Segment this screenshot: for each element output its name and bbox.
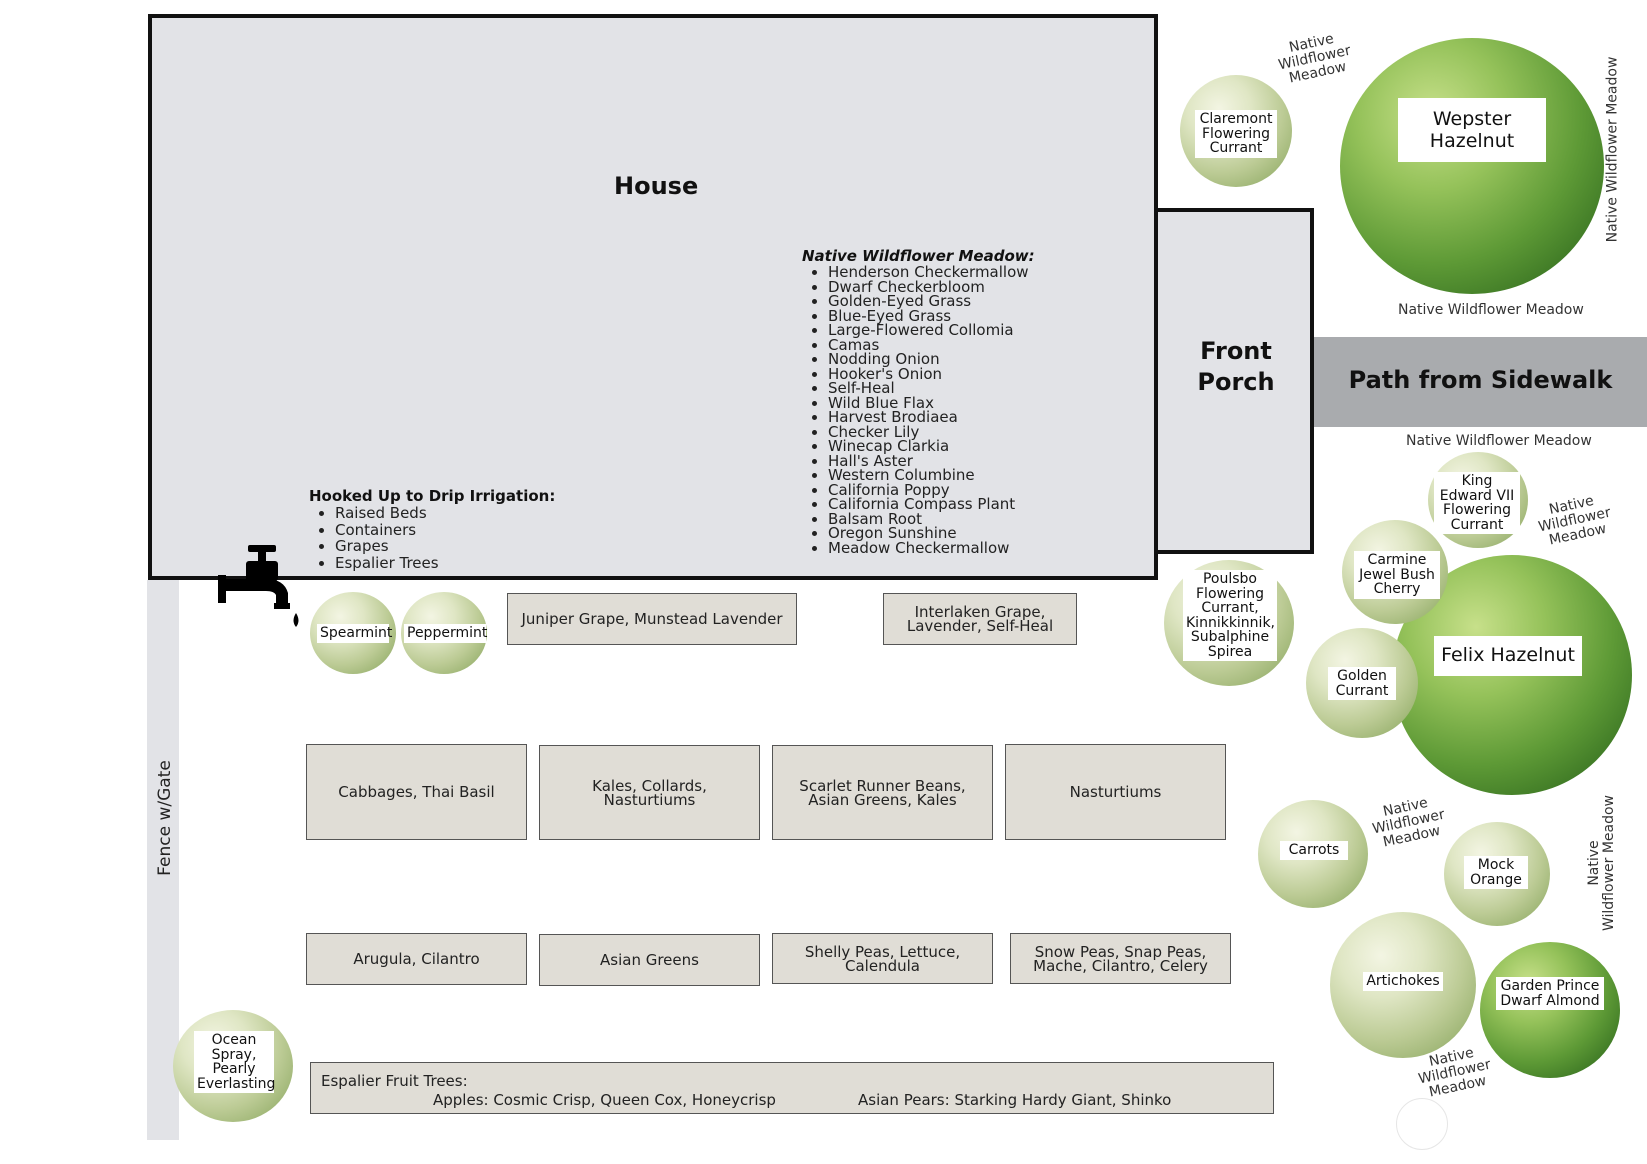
list-item: Checker Lily: [828, 424, 1035, 440]
list-item: Camas: [828, 337, 1035, 353]
meadow-label-2: Native Wildflower Meadow: [1604, 56, 1621, 243]
list-item: Hooker's Onion: [828, 366, 1035, 382]
list-item: Meadow Checkermallow: [828, 540, 1035, 556]
bed-espalier: Espalier Fruit Trees: Apples: Cosmic Cri…: [310, 1062, 1274, 1114]
list-item: Blue-Eyed Grass: [828, 308, 1035, 324]
bed-cabbages: Cabbages, Thai Basil: [306, 744, 527, 840]
house-label: House: [614, 172, 699, 200]
list-item: Wild Blue Flax: [828, 395, 1035, 411]
meadow-label-3: Native Wildflower Meadow: [1398, 302, 1584, 318]
carrots-label: Carrots: [1280, 841, 1348, 860]
meadow-list-title: Native Wildflower Meadow:: [802, 247, 1035, 265]
list-item: Dwarf Checkerbloom: [828, 279, 1035, 295]
bed-interlaken-grape: Interlaken Grape,Lavender, Self-Heal: [883, 593, 1077, 645]
list-item: Raised Beds: [335, 505, 555, 522]
list-item: California Poppy: [828, 482, 1035, 498]
empty-plant-circle: [1396, 1098, 1448, 1150]
list-item: Oregon Sunshine: [828, 526, 1035, 541]
bed-scarlet-runner: Scarlet Runner Beans,Asian Greens, Kales: [772, 745, 993, 840]
meadow-plant-list: Native Wildflower Meadow: Henderson Chec…: [802, 247, 1035, 555]
dwarf-almond-tree: [1480, 942, 1620, 1078]
path-label: Path from Sidewalk: [1348, 366, 1613, 394]
bed-arugula: Arugula, Cilantro: [306, 933, 527, 985]
meadow-items: Henderson CheckermallowDwarf Checkerbloo…: [802, 265, 1035, 555]
list-item: Containers: [335, 521, 555, 539]
spearmint-label: Spearmint: [317, 624, 392, 643]
bed-asian-greens: Asian Greens: [539, 934, 760, 986]
list-item: Balsam Root: [828, 511, 1035, 527]
list-item: Self-Heal: [828, 381, 1035, 396]
meadow-label-4: Native Wildflower Meadow: [1406, 433, 1592, 449]
felix-hazelnut-label: Felix Hazelnut: [1434, 636, 1582, 676]
list-item: Harvest Brodiaea: [828, 410, 1035, 425]
bed-kales: Kales, Collards,Nasturtiums: [539, 745, 760, 840]
drip-list: Hooked Up to Drip Irrigation: Raised Bed…: [309, 487, 555, 571]
list-item: Henderson Checkermallow: [828, 265, 1035, 280]
fence-label: Fence w/Gate: [155, 760, 175, 876]
bed-shelly-peas: Shelly Peas, Lettuce,Calendula: [772, 933, 993, 984]
house: [148, 14, 1158, 580]
list-item: Large-Flowered Collomia: [828, 323, 1035, 338]
list-item: Golden-Eyed Grass: [828, 294, 1035, 309]
drip-items: Raised BedsContainersGrapesEspalier Tree…: [309, 505, 555, 571]
bed-snow-peas: Snow Peas, Snap Peas,Mache, Cilantro, Ce…: [1010, 933, 1231, 984]
bed-juniper-grape: Juniper Grape, Munstead Lavender: [507, 593, 797, 645]
espalier-title: Espalier Fruit Trees:: [321, 1072, 468, 1090]
espalier-pears: Asian Pears: Starking Hardy Giant, Shink…: [858, 1091, 1172, 1109]
list-item: Grapes: [335, 538, 555, 555]
list-item: Nodding Onion: [828, 352, 1035, 367]
bed-nasturtiums: Nasturtiums: [1005, 744, 1226, 840]
faucet-icon: [218, 545, 299, 627]
list-item: Winecap Clarkia: [828, 439, 1035, 454]
fence: [147, 580, 179, 1140]
path-from-sidewalk: [1314, 337, 1647, 427]
list-item: California Compass Plant: [828, 497, 1035, 512]
drip-list-title: Hooked Up to Drip Irrigation:: [309, 487, 556, 505]
front-porch: [1158, 208, 1314, 554]
wepster-hazelnut-tree: [1340, 38, 1604, 294]
front-porch-label: Front Porch: [1197, 337, 1275, 396]
list-item: Espalier Trees: [335, 554, 555, 572]
artichokes-label: Artichokes: [1363, 972, 1443, 991]
list-item: Western Columbine: [828, 468, 1035, 483]
peppermint-label: Peppermint: [404, 624, 487, 643]
list-item: Hall's Aster: [828, 453, 1035, 469]
espalier-apples: Apples: Cosmic Crisp, Queen Cox, Honeycr…: [433, 1091, 776, 1109]
